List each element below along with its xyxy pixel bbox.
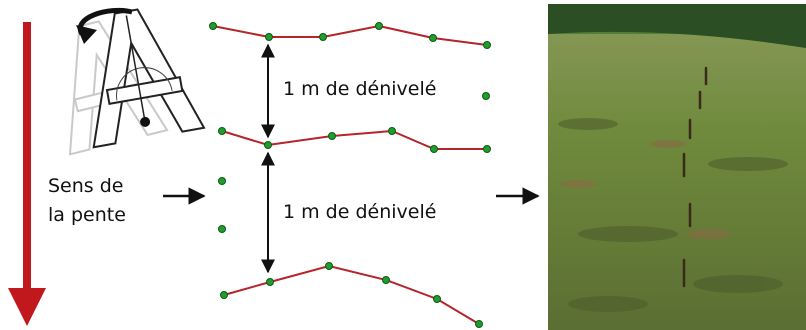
a-frame-level-icon <box>68 8 206 156</box>
slope-label-line1: Sens de <box>48 175 124 197</box>
contour-line-3 <box>220 262 483 328</box>
contour-line-2 <box>218 127 491 153</box>
elevation-label-lower: 1 m de dénivelé <box>283 201 437 223</box>
slope-label-line2: la pente <box>48 204 126 226</box>
rotate-arrow-icon <box>76 7 133 44</box>
isolated-points <box>218 92 490 233</box>
field-photo <box>548 4 806 330</box>
slope-arrow <box>8 22 46 326</box>
stakes <box>682 66 708 288</box>
contour-line-1 <box>209 22 491 49</box>
elevation-label-upper: 1 m de dénivelé <box>283 78 437 100</box>
